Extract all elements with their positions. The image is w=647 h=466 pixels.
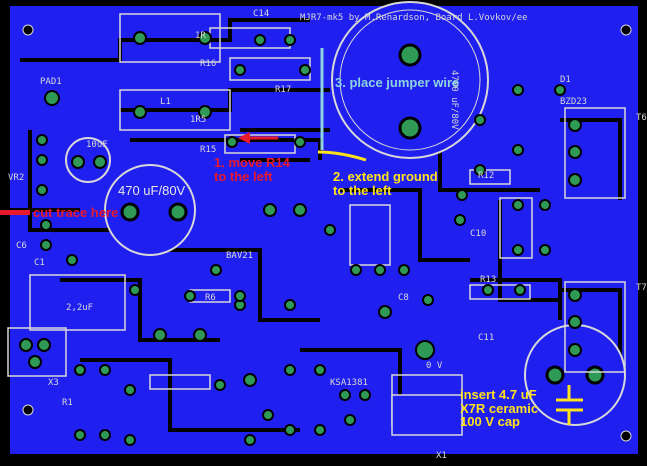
r17-label: R17 <box>275 85 291 95</box>
d1-label: D1 <box>560 75 571 85</box>
pad1-label: PAD1 <box>40 77 62 87</box>
c2u-label: 2,2uF <box>66 303 93 313</box>
annotation-cut-trace-text: cut trace here <box>33 205 119 220</box>
mounting-holes <box>22 24 632 442</box>
r6-label: R6 <box>205 293 216 303</box>
extend-ground-stroke <box>317 150 367 162</box>
vr2-label: VR2 <box>8 173 24 183</box>
capacitor-c1-big: 470 uF/80V <box>104 164 196 256</box>
r15-label: R15 <box>200 145 216 155</box>
c14-label: C14 <box>253 9 269 19</box>
c11-label: C11 <box>478 333 494 343</box>
c6-label: C6 <box>16 241 27 251</box>
ceramic-cap-symbol <box>556 385 583 425</box>
annotation-extend-ground-text: 2. extend ground to the left <box>333 169 438 198</box>
solder-pads <box>19 31 582 446</box>
capacitor-c-small: 10uF <box>65 137 111 183</box>
capacitor-c2-big: 4700 uF/80V <box>331 1 489 159</box>
r-top-label: 1R <box>195 31 206 41</box>
annotation-insert-cap: insert 4.7 uF X7R ceramic 100 V cap <box>460 388 538 429</box>
annotation-cut-trace: cut trace here <box>33 206 118 220</box>
annotation-insert-cap-text: insert 4.7 uF X7R ceramic 100 V cap <box>460 387 539 430</box>
move-arrow-head <box>238 132 250 144</box>
x3-label: X3 <box>48 378 59 388</box>
t6-label: T6 <box>636 113 647 123</box>
t7-label: T7 <box>636 283 647 293</box>
r5-label: 1R5 <box>190 115 206 125</box>
r12-label: R12 <box>478 171 494 181</box>
annotation-graphics <box>0 48 583 425</box>
r16-label: R16 <box>200 59 216 69</box>
c10-label: C10 <box>470 229 486 239</box>
c1-label: C1 <box>34 258 45 268</box>
terminal-block-x1: X1 <box>391 394 463 461</box>
c8-label: C8 <box>398 293 409 303</box>
c2-big-label: 4700 uF/80V <box>449 70 459 130</box>
bav21-label: BAV21 <box>226 251 253 261</box>
l1-label: L1 <box>160 97 171 107</box>
capacitor-c1-2u: 2,2uF <box>29 274 126 331</box>
r13-label: R13 <box>480 275 496 285</box>
ksa-label: KSA1381 <box>330 378 368 388</box>
bzd-label: BZD23 <box>560 97 587 107</box>
c1-big-label: 470 uF/80V <box>118 183 186 198</box>
c-small-label: 10uF <box>86 140 108 150</box>
cut-trace-marker <box>0 210 30 215</box>
annotation-move-r14-text: 1. move R14 to the left <box>214 155 290 184</box>
x1-label: X1 <box>436 451 447 461</box>
annotation-place-jumper: 3. place jumper wire <box>335 76 459 90</box>
zero-v-label: 0 V <box>426 361 443 371</box>
annotation-extend-ground: 2. extend ground to the left <box>333 170 438 197</box>
annotation-move-r14: 1. move R14 to the left <box>214 156 290 183</box>
capacitor-c11: C11 <box>478 324 626 426</box>
board-title: MJR7-mk5 by M.Renardson, Board L.Vovkov/… <box>300 13 528 23</box>
r1-label: R1 <box>62 398 73 408</box>
annotation-place-jumper-text: 3. place jumper wire <box>335 75 460 90</box>
